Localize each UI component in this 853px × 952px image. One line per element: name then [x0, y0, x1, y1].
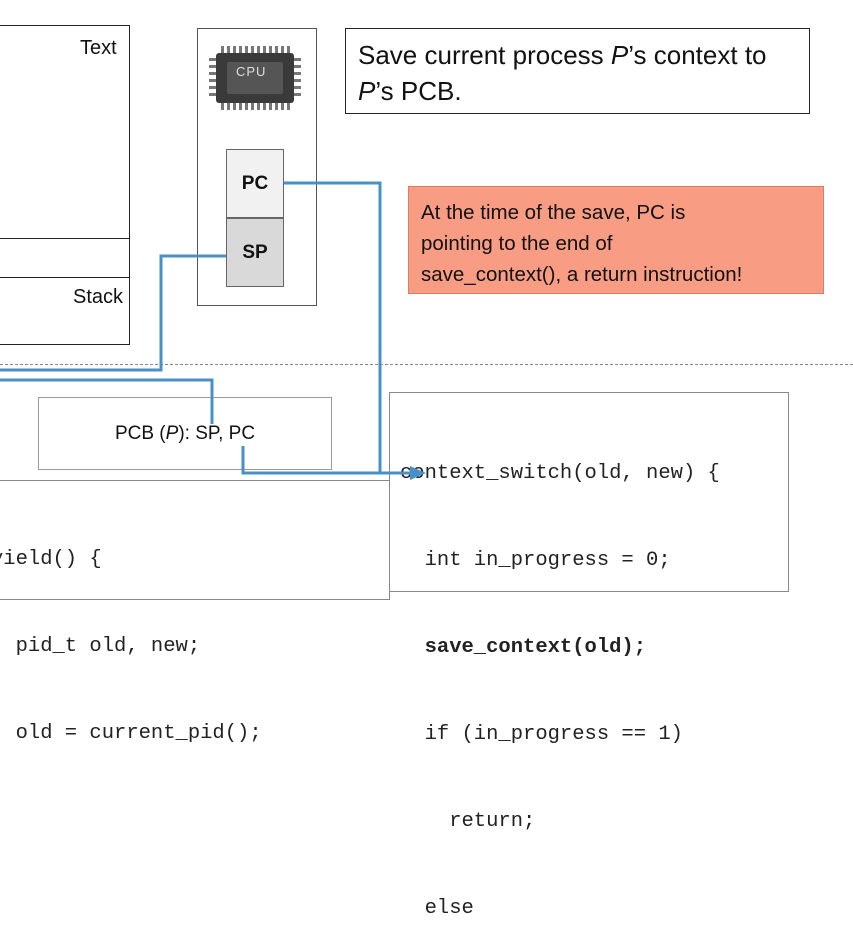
arrow-head-icon	[410, 466, 426, 480]
pcb-prefix: PCB (	[114, 422, 166, 444]
cpu-chip-icon	[209, 44, 301, 112]
pcb-suffix: ): SP, PC	[178, 422, 256, 444]
slide-title: Save current process P’s context to P’s …	[345, 28, 810, 114]
callout-note: At the time of the save, PC is pointing …	[408, 186, 824, 294]
code-line: if (in_progress == 1)	[400, 723, 683, 746]
code-line: int in_progress = 0;	[400, 549, 671, 572]
title-var-1: P	[610, 40, 629, 70]
memory-layout	[0, 25, 130, 345]
code-line: old = current_pid();	[0, 722, 262, 745]
pc-register: PC	[226, 149, 284, 218]
pcb-var: P	[165, 422, 179, 444]
pc-wire	[284, 181, 412, 475]
memory-text-label: Text	[80, 37, 117, 59]
memory-divider	[0, 277, 130, 278]
code-line: else	[400, 897, 474, 920]
code-line: context_switch(old, new) {	[400, 462, 720, 485]
cpu-chip-label: CPU	[236, 64, 267, 79]
code-line: return;	[400, 810, 536, 833]
pcb-sp-wire	[0, 378, 214, 424]
sp-wire	[0, 254, 226, 372]
note-line: pointing to the end of	[421, 232, 613, 255]
connector-wires	[0, 181, 426, 480]
title-var-2: P	[358, 76, 376, 106]
section-divider	[0, 364, 853, 365]
sp-register: SP	[226, 218, 284, 287]
title-suffix: ’s PCB.	[375, 76, 462, 106]
code-line-highlighted: save_context(old);	[400, 636, 647, 659]
note-line: save_context(), a return instruction!	[421, 263, 743, 286]
code-line: yield() {	[0, 548, 102, 571]
sp-register-label: SP	[242, 241, 268, 263]
memory-stack-label: Stack	[73, 286, 124, 308]
pcb-box: PCB (P): SP, PC	[38, 397, 332, 470]
code-line: pid_t old, new;	[0, 635, 201, 658]
memory-divider	[0, 238, 130, 239]
title-prefix: Save current process	[358, 40, 611, 70]
pc-register-label: PC	[241, 172, 269, 194]
note-line: At the time of the save, PC is	[421, 201, 686, 224]
title-middle: ’s context to	[628, 40, 767, 70]
pcb-pc-wire	[241, 446, 412, 475]
